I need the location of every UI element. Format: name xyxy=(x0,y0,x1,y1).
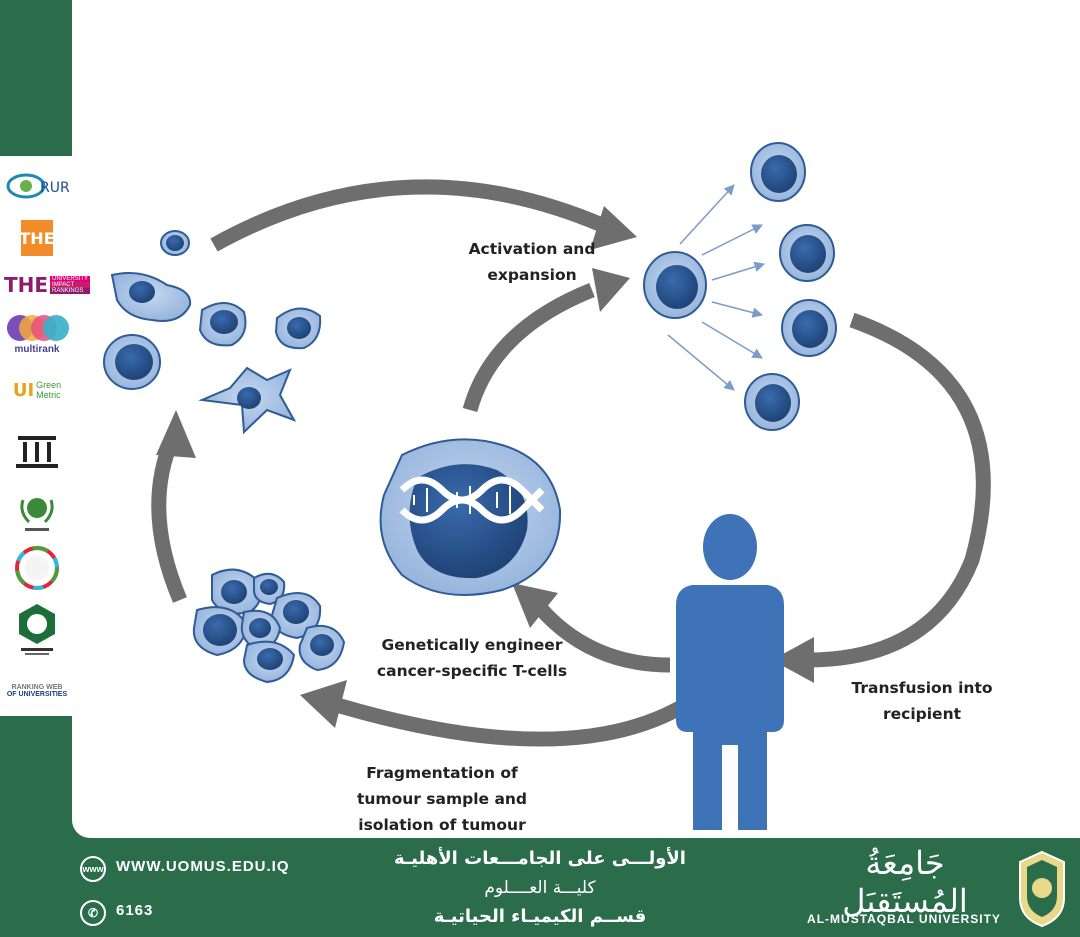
impact-sub-2: IMPACT xyxy=(50,282,91,288)
metric-text: Metric xyxy=(36,390,61,400)
cycle-arrow-inner-left xyxy=(512,583,671,673)
expanded-t-cell xyxy=(744,373,800,431)
cycle-arrow-right xyxy=(772,312,991,683)
multirank-circles-icon xyxy=(7,314,69,341)
engineered-t-cell xyxy=(379,438,562,596)
footer-arabic-line-2: كليـــة العــــلوم xyxy=(484,878,596,898)
university-name: AL-MUSTAQBAL UNIVERSITY xyxy=(807,912,1001,926)
engineers-emblem-icon xyxy=(19,604,55,655)
expanded-t-cell xyxy=(779,224,835,282)
tumour-cell xyxy=(110,272,192,322)
expanded-t-cell xyxy=(781,299,837,357)
rankings-sidebar: RUR THE THE UNIVERSITY IMPACT RANKINGS m… xyxy=(0,156,91,716)
shield-icon xyxy=(1019,850,1065,928)
website-link[interactable]: WWW.UOMUS.EDU.IQ xyxy=(116,858,290,875)
webometrics-logo[interactable]: RANKING WEB OF UNIVERSITIES xyxy=(4,676,70,706)
arab-universities-logo[interactable] xyxy=(4,486,70,536)
webometrics-sub: OF UNIVERSITIES xyxy=(6,691,68,698)
tumour-cell xyxy=(198,302,247,347)
transfusion-label: Transfusion into recipient xyxy=(851,679,993,723)
green-text: Green xyxy=(36,380,62,390)
t-cell-therapy-diagram: Activation and expansion Genetically eng… xyxy=(103,142,993,834)
the-logo[interactable]: THE xyxy=(4,218,70,258)
activated-t-cell xyxy=(643,251,707,319)
the-text: THE xyxy=(19,220,55,256)
institution-logo[interactable] xyxy=(4,430,70,472)
activation-label: Activation and expansion xyxy=(468,240,596,284)
sdg-wheel-icon xyxy=(15,546,59,590)
footer-arabic-line-1: الأولـــى على الجامـــعات الأهليـة xyxy=(394,848,686,869)
multirank-text: multirank xyxy=(14,343,60,355)
cycle-arrow-top xyxy=(210,179,637,252)
cycle-arrow-left xyxy=(151,410,196,603)
impact-sub-1: UNIVERSITY xyxy=(50,276,91,282)
eye-icon: RUR xyxy=(6,173,70,199)
cycle-arrow-bottom xyxy=(300,680,712,747)
cycle-arrow-inner-up xyxy=(462,268,630,413)
tumour-cell xyxy=(103,334,161,390)
content-panel xyxy=(72,0,1080,838)
tumour-cell xyxy=(274,307,322,350)
tumour-cell xyxy=(160,230,190,256)
dna-helix-icon xyxy=(399,476,545,524)
phone-icon: ✆ xyxy=(80,900,106,926)
the-impact-text: THE xyxy=(4,273,49,297)
arab-engineers-logo[interactable] xyxy=(4,600,70,660)
expanded-t-cell xyxy=(750,142,806,202)
expansion-arrows xyxy=(667,184,766,391)
fragmentation-label: Fragmentation of tumour sample and isola… xyxy=(356,764,528,834)
phone-number[interactable]: 6163 xyxy=(116,902,154,919)
the-impact-logo[interactable]: THE UNIVERSITY IMPACT RANKINGS xyxy=(4,268,91,302)
rur-text: RUR xyxy=(40,180,70,196)
laurel-wreath-icon xyxy=(20,498,54,531)
footer-bar: www WWW.UOMUS.EDU.IQ ✆ 6163 الأولـــى عل… xyxy=(0,838,1080,937)
tumour-cell xyxy=(198,366,297,435)
recipient-person-icon xyxy=(676,514,784,830)
university-shield-logo[interactable] xyxy=(1016,848,1068,928)
rur-logo[interactable]: RUR xyxy=(4,164,70,208)
globe-icon: www xyxy=(80,856,106,882)
impact-sub-3: RANKINGS xyxy=(50,288,91,294)
sdg-logo[interactable] xyxy=(4,544,70,592)
tumour-cluster xyxy=(192,568,346,684)
engineer-label: Genetically engineer cancer-specific T-c… xyxy=(376,636,568,680)
multirank-logo[interactable]: multirank xyxy=(4,308,70,358)
university-arabic-name: جَامِعَةُ المُستَقبَل xyxy=(842,844,968,920)
greenmetric-logo[interactable]: UI Green Metric xyxy=(4,364,70,416)
columns-building-icon xyxy=(16,436,58,468)
footer-arabic-line-3: قســم الكيميـاء الحياتيـة xyxy=(433,906,647,927)
webometrics-text: RANKING WEB xyxy=(11,684,63,691)
ui-text: UI xyxy=(12,379,35,401)
